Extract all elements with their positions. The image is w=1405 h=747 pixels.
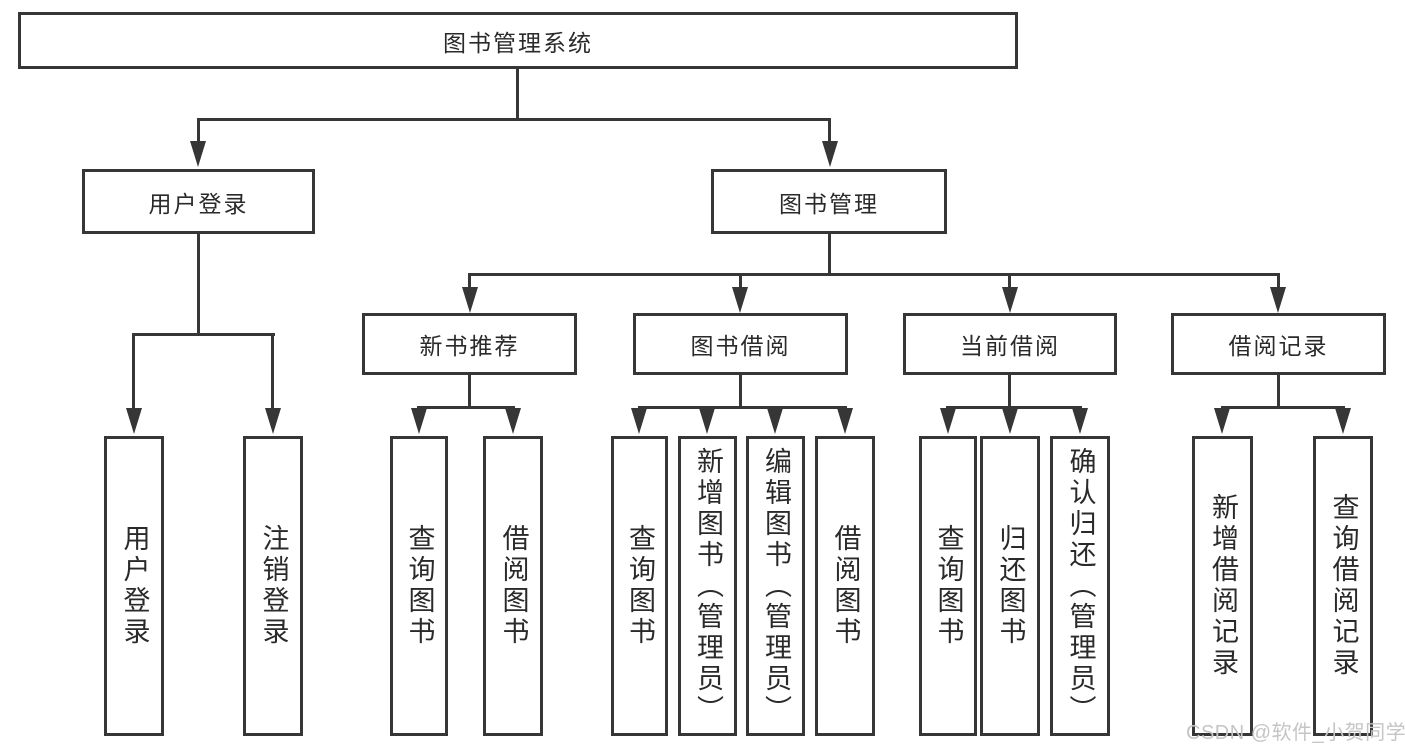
arrowhead-borrow-record: [1270, 287, 1286, 313]
arrowhead-leaf-borrow-1: [505, 408, 521, 434]
connector-root-branch: [197, 118, 831, 121]
arrowhead-leaf-query-1: [411, 408, 427, 434]
connector-user-login-branch: [132, 333, 275, 336]
arrowhead-user-login: [190, 141, 206, 167]
arrowhead-leaf-return-book: [1002, 408, 1018, 434]
leaf-query-books-recommend-label: 查询图书: [404, 524, 435, 648]
arrowhead-leaf-query-3: [940, 408, 956, 434]
connector-arrow-stem-borrow-record: [1277, 273, 1280, 289]
connector-borrow-record-stem: [1277, 375, 1280, 409]
leaf-query-books-borrow-label: 查询图书: [625, 524, 655, 648]
arrowhead-leaf-add-book: [699, 408, 715, 434]
leaf-user-login: 用户登录: [104, 436, 164, 736]
arrowhead-leaf-edit-book: [767, 408, 783, 434]
leaf-user-login-label: 用户登录: [119, 524, 150, 648]
arrowhead-book-borrow: [732, 287, 748, 313]
leaf-borrow-books-recommend-label: 借阅图书: [498, 524, 529, 648]
arrowhead-new-book-recommend: [462, 287, 478, 313]
node-library-management-system: 图书管理系统: [18, 12, 1018, 69]
leaf-logout-label: 注销登录: [258, 524, 289, 648]
arrowhead-leaf-logout: [265, 408, 281, 434]
leaf-confirm-return-admin: 确认归还（管理员）: [1050, 436, 1110, 736]
leaf-query-borrow-record: 查询借阅记录: [1313, 436, 1373, 736]
leaf-confirm-return-admin-label: 确认归还（管理员）: [1065, 446, 1096, 726]
node-book-management: 图书管理: [711, 169, 947, 234]
connector-arrow-stem-book-borrow: [739, 273, 742, 289]
arrowhead-book-management: [822, 141, 838, 167]
leaf-add-borrow-record-label: 新增借阅记录: [1208, 493, 1238, 679]
leaf-return-book: 归还图书: [980, 436, 1040, 736]
connector-arrow-stem-new-book-recommend: [468, 273, 471, 289]
connector-arrow-stem-leaf-login: [132, 333, 135, 409]
csdn-watermark: CSDN @软件_小贺同学: [1186, 722, 1405, 744]
arrowhead-leaf-confirm-return: [1072, 408, 1088, 434]
connector-arrow-stem-leaf-logout: [271, 333, 274, 409]
leaf-edit-book-admin: 编辑图书（管理员）: [746, 436, 805, 736]
node-user-login: 用户登录: [82, 169, 315, 234]
connector-new-book-recommend-stem: [468, 375, 471, 409]
arrowhead-leaf-borrow-2: [837, 408, 853, 434]
leaf-query-books-borrow: 查询图书: [611, 436, 668, 736]
leaf-add-book-admin-label: 新增图书（管理员）: [693, 446, 723, 726]
connector-arrow-stem-user-login: [197, 118, 200, 146]
connector-new-book-recommend-branch: [417, 406, 515, 409]
leaf-borrow-books-2: 借阅图书: [815, 436, 875, 736]
connector-arrow-stem-current-borrow: [1008, 273, 1011, 289]
arrowhead-leaf-login: [126, 408, 142, 434]
connector-book-management-stem: [828, 234, 831, 276]
connector-root-stem: [516, 69, 519, 119]
connector-user-login-stem: [197, 234, 200, 335]
arrowhead-leaf-add-record: [1214, 408, 1230, 434]
leaf-query-borrow-record-label: 查询借阅记录: [1328, 493, 1359, 679]
leaf-return-book-label: 归还图书: [995, 524, 1026, 648]
connector-book-borrow-branch: [638, 406, 847, 409]
leaf-query-books-current-label: 查询图书: [933, 524, 964, 648]
arrowhead-current-borrow: [1002, 287, 1018, 313]
connector-borrow-record-branch: [1221, 406, 1345, 409]
leaf-query-books-recommend: 查询图书: [390, 436, 448, 736]
connector-current-borrow-stem: [1008, 375, 1011, 409]
connector-arrow-stem-book-management: [828, 118, 831, 146]
arrowhead-leaf-query-2: [631, 408, 647, 434]
connector-current-borrow-branch: [946, 406, 1082, 409]
connector-book-borrow-stem: [739, 375, 742, 409]
arrowhead-leaf-query-record: [1335, 408, 1351, 434]
connector-book-management-branch: [468, 273, 1280, 276]
node-current-borrow: 当前借阅: [903, 313, 1117, 375]
node-borrow-record: 借阅记录: [1171, 313, 1386, 375]
leaf-logout: 注销登录: [243, 436, 303, 736]
node-book-borrow: 图书借阅: [633, 313, 848, 375]
leaf-borrow-books-2-label: 借阅图书: [830, 524, 861, 648]
leaf-borrow-books-recommend: 借阅图书: [483, 436, 543, 736]
leaf-add-book-admin: 新增图书（管理员）: [678, 436, 737, 736]
node-new-book-recommend: 新书推荐: [362, 313, 577, 375]
leaf-query-books-current: 查询图书: [919, 436, 977, 736]
leaf-edit-book-admin-label: 编辑图书（管理员）: [761, 446, 791, 726]
leaf-add-borrow-record: 新增借阅记录: [1192, 436, 1253, 736]
